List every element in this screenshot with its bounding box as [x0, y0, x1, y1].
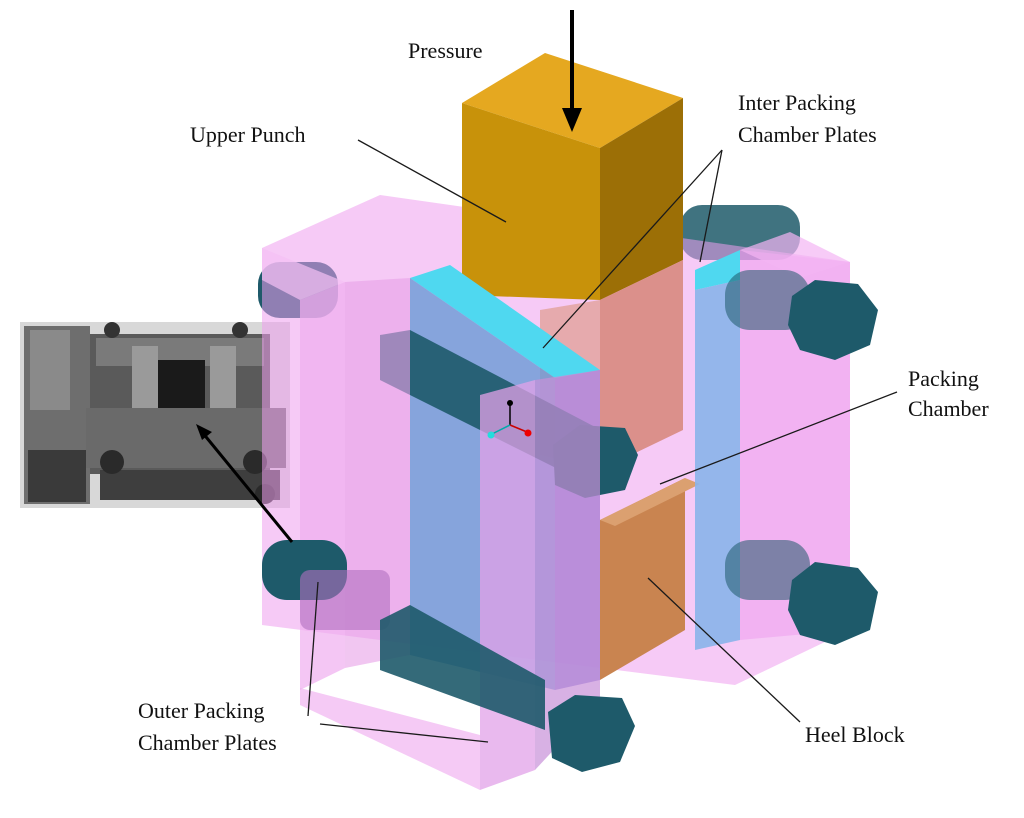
label-inter-plates-line2: Chamber Plates	[738, 122, 877, 147]
bolt-front-lower	[380, 605, 635, 772]
leader-inter-left	[542, 149, 723, 349]
leader-heel-block	[647, 577, 801, 723]
leader-inter-right	[699, 149, 723, 263]
bolt-right-upper	[725, 270, 878, 360]
label-upper-punch: Upper Punch	[190, 122, 305, 147]
leader-upper-punch	[357, 139, 507, 223]
label-packing-chamber-line1: Packing	[908, 366, 979, 391]
bolt-left-lower	[262, 540, 390, 630]
leader-outer-b	[319, 723, 489, 743]
label-outer-plates-line2: Chamber Plates	[138, 730, 277, 755]
label-pressure: Pressure	[408, 38, 483, 63]
heel-block	[600, 478, 700, 680]
leader-lines	[307, 139, 898, 743]
label-packing-chamber-line2: Chamber	[908, 396, 989, 421]
leader-packing-chamber	[659, 391, 898, 485]
label-outer-plates-line1: Outer Packing	[138, 698, 264, 723]
label-heel-block: Heel Block	[805, 722, 905, 747]
axis-triad	[487, 400, 532, 439]
label-inter-plates-line1: Inter Packing	[738, 90, 856, 115]
bolt-right-lower	[725, 540, 878, 645]
pressure-arrow	[562, 10, 582, 132]
photo-pointer-arrow	[196, 424, 294, 543]
leader-outer-a	[307, 581, 319, 717]
photo-inset	[20, 322, 290, 508]
